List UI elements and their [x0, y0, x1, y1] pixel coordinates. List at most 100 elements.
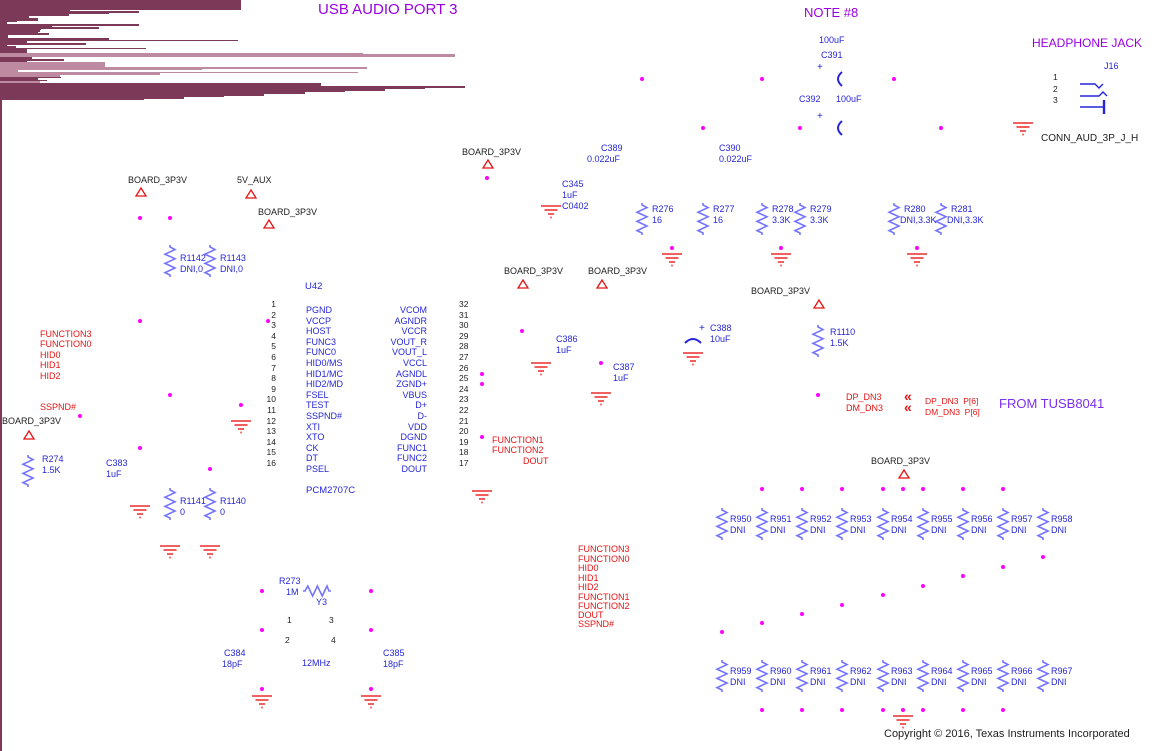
ground-icon	[130, 505, 150, 519]
ref: R960	[770, 666, 792, 676]
junction-dot	[265, 318, 271, 324]
from-tusb8041-label: FROM TUSB8041	[999, 396, 1105, 411]
val: DNI	[1011, 677, 1027, 687]
junction-dot	[920, 707, 926, 713]
junction-dot	[920, 486, 926, 492]
ref: R958	[1051, 514, 1073, 524]
wire	[0, 31, 38, 34]
wire	[0, 1, 241, 4]
resistor-symbol	[715, 660, 729, 692]
power-flag-icon	[812, 298, 826, 309]
ic-pin-name: AGNDR	[394, 315, 427, 326]
ref: R280	[904, 204, 926, 214]
ic-pin-number: 24	[459, 383, 469, 394]
wire	[0, 68, 202, 71]
junction-dot	[759, 620, 765, 626]
ic-pin-number: 25	[459, 373, 469, 384]
junction-dot	[799, 707, 805, 713]
val: DNI	[810, 677, 826, 687]
val: 1uF	[556, 345, 572, 355]
resistor-symbol	[876, 508, 890, 540]
junction-dot	[799, 611, 805, 617]
polarity-plus: +	[817, 62, 823, 73]
ground-icon	[771, 253, 791, 267]
val: 100uF	[836, 94, 862, 104]
val: DNI	[770, 525, 786, 535]
ref-y3: Y3	[316, 597, 328, 607]
resistor-symbol	[956, 660, 970, 692]
ic-pin-number: 15	[266, 447, 276, 458]
junction-dot	[368, 686, 374, 692]
junction-dot	[77, 413, 83, 419]
val: 16	[652, 215, 663, 225]
val-y3: 12MHz	[302, 658, 331, 668]
wire	[0, 352, 2, 380]
ic-pin-name: ZGND+	[396, 379, 427, 390]
ic-pin-name: FUNC0	[306, 347, 337, 358]
wire	[0, 76, 61, 79]
val: DNI	[730, 677, 746, 687]
net-label: HID0	[40, 350, 61, 360]
val: DNI,0	[180, 264, 204, 274]
ic-pin-name: VOUT_L	[391, 347, 427, 358]
page-title: USB AUDIO PORT 3	[318, 1, 458, 18]
ref: R281	[951, 204, 973, 214]
net-label: FUNCTION3	[40, 329, 92, 339]
power-net: BOARD_3P3V	[2, 416, 62, 426]
ic-pin-name: HID0/MS	[306, 358, 343, 368]
ic-pin-name: DGND	[400, 432, 428, 443]
ic-pin-number: 29	[459, 330, 469, 341]
junction-dot	[700, 125, 706, 131]
ground-icon	[1013, 122, 1033, 136]
resistor-symbol	[934, 203, 948, 235]
connector-name: CONN_AUD_3P_J_H	[1041, 133, 1139, 144]
wire	[0, 43, 86, 45]
ref: R277	[713, 204, 735, 214]
wire	[0, 615, 2, 643]
wire	[0, 0, 241, 2]
ic-pin-name: VOUT_R	[390, 336, 427, 347]
jack-contacts-icon	[1080, 83, 1108, 114]
net-label: HID1	[578, 573, 599, 583]
wire	[0, 39, 238, 42]
val: DNI	[850, 525, 866, 535]
wire	[0, 92, 305, 95]
net-label: HID1	[40, 360, 61, 370]
ref: C387	[613, 362, 635, 372]
power-net: BOARD_3P3V	[588, 266, 648, 276]
wire	[0, 12, 109, 15]
ref: R962	[850, 666, 872, 676]
headphone-jack-label: HEADPHONE JACK	[1032, 36, 1143, 50]
wire	[0, 66, 367, 69]
val: DNI	[770, 677, 786, 687]
ic-pin-number: 9	[271, 383, 276, 394]
junction-dot	[368, 588, 374, 594]
power-flag-icon	[22, 429, 36, 440]
junction-dot	[960, 486, 966, 492]
val: DNI	[971, 677, 987, 687]
ref: C388	[710, 323, 732, 333]
wire	[0, 60, 27, 63]
net-label: SSPND#	[578, 619, 615, 629]
wire	[0, 81, 40, 83]
wire	[0, 33, 49, 36]
net-label: FUNCTION1	[492, 435, 544, 445]
ref: R1141	[180, 496, 206, 506]
ic-pin-number: 32	[459, 299, 469, 309]
ground-icon	[200, 545, 220, 559]
ref: R950	[730, 514, 752, 524]
wire	[0, 57, 32, 59]
resistor-symbol	[635, 203, 649, 235]
val: 18pF	[383, 659, 404, 669]
wire	[0, 9, 70, 12]
ref: C384	[224, 648, 246, 658]
ic-pin-number: 2	[271, 309, 276, 320]
resistor-symbol	[956, 508, 970, 540]
ref: R965	[971, 666, 993, 676]
power-net: BOARD_3P3V	[258, 207, 318, 217]
net-label: FUNCTION2	[578, 601, 630, 611]
junction-dot	[759, 486, 765, 492]
capacitor-symbol	[837, 71, 843, 87]
net-label: DOUT	[523, 456, 549, 466]
resistor-symbol	[21, 455, 35, 487]
